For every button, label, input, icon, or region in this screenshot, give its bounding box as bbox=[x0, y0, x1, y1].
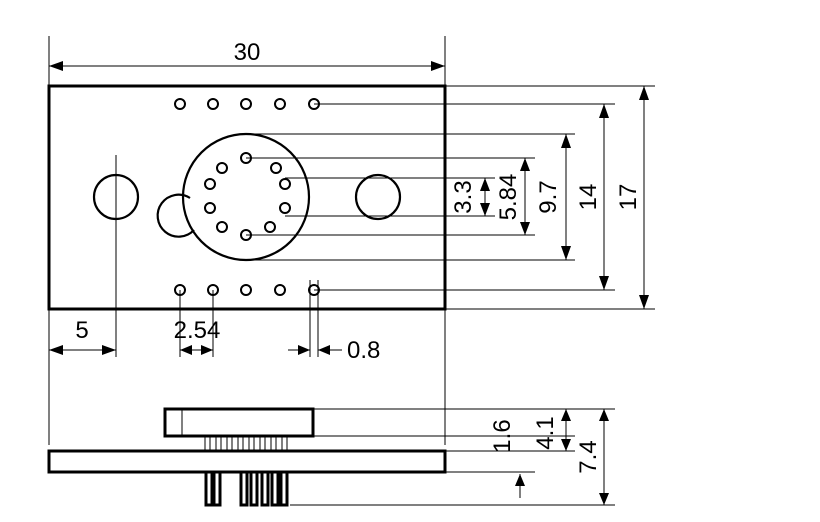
sensor-body bbox=[163, 407, 315, 438]
ring-pin bbox=[216, 162, 228, 174]
extension-lines bbox=[48, 36, 655, 506]
tab-circle bbox=[156, 193, 195, 238]
board-outline bbox=[47, 84, 447, 311]
header-pin bbox=[240, 284, 252, 296]
header-pin bbox=[207, 98, 219, 110]
ring-pin bbox=[270, 162, 282, 174]
ring-pin bbox=[279, 178, 291, 190]
ring-pins bbox=[204, 152, 291, 241]
dimension-lines bbox=[49, 61, 649, 505]
label-height: 17 bbox=[615, 184, 642, 211]
mounting-hole-right bbox=[354, 173, 402, 221]
header-pin bbox=[274, 284, 286, 296]
pin-row-top bbox=[174, 98, 320, 110]
label-outer-spacing: 14 bbox=[575, 184, 602, 211]
pin-row-bottom bbox=[174, 284, 320, 296]
side-view bbox=[47, 407, 447, 507]
label-pin-pitch: 2.54 bbox=[174, 317, 221, 344]
label-can-height: 1.6 bbox=[489, 419, 516, 452]
label-pin-diameter: 0.8 bbox=[347, 337, 380, 364]
label-ring-spacing: 5.84 bbox=[495, 174, 522, 221]
label-hole-offset: 5 bbox=[75, 317, 88, 344]
ring-pin bbox=[279, 202, 291, 214]
header-pin bbox=[274, 98, 286, 110]
label-width: 30 bbox=[234, 39, 261, 66]
ring-pin bbox=[204, 202, 216, 214]
label-can-diameter: 9.7 bbox=[535, 180, 562, 213]
label-overall-height: 7.4 bbox=[575, 440, 602, 473]
board-side bbox=[47, 449, 447, 474]
top-view bbox=[47, 84, 447, 311]
label-inner-spacing: 3.3 bbox=[450, 180, 477, 213]
header-pin bbox=[240, 98, 252, 110]
upper-pins bbox=[204, 435, 288, 452]
ring-pin bbox=[204, 178, 216, 190]
ring-pin bbox=[264, 221, 276, 233]
label-top-height: 4.1 bbox=[532, 416, 559, 449]
lower-pins bbox=[204, 470, 289, 507]
dimension-labels: 30 5 2.54 0.8 3.3 5.84 9.7 14 17 1.6 4.1… bbox=[75, 39, 642, 474]
header-pin bbox=[174, 98, 186, 110]
ring-pin bbox=[216, 221, 228, 233]
